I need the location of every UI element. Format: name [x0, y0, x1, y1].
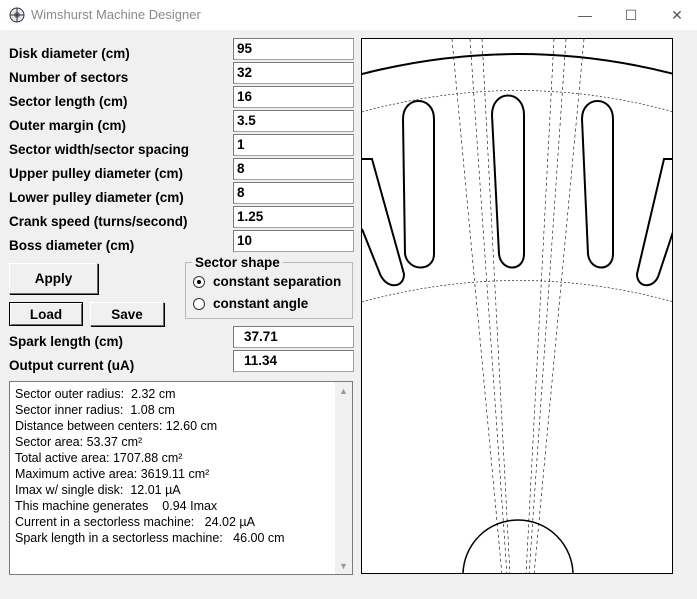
constant-separation-label: constant separation: [213, 274, 342, 289]
sector: [362, 158, 406, 287]
outer-margin-label: Outer margin (cm): [9, 118, 127, 133]
sector-inner-arc: [362, 280, 672, 303]
constant-separation-option[interactable]: constant separation: [193, 274, 341, 289]
disk-outer-edge: [362, 53, 672, 75]
report-scrollbar[interactable]: ▲ ▼: [335, 382, 352, 574]
lower-pulley-diameter-field[interactable]: [233, 182, 354, 204]
constant-angle-label: constant angle: [213, 296, 309, 311]
wimshurst-app-icon: [9, 7, 25, 23]
lower-pulley-diameter-label: Lower pulley diameter (cm): [9, 190, 184, 205]
machine-drawing-canvas: [361, 38, 673, 574]
report-line: Sector inner radius: 1.08 cm: [15, 403, 175, 417]
spark-length-label: Spark length (cm): [9, 334, 124, 349]
sector-width-ratio-label: Sector width/sector spacing: [9, 142, 190, 157]
upper-pulley-diameter-field[interactable]: [233, 158, 354, 180]
report-textarea[interactable]: Sector outer radius: 2.32 cm Sector inne…: [9, 381, 353, 575]
report-line: Sector outer radius: 2.32 cm: [15, 387, 176, 401]
output-current-label: Output current (uA): [9, 358, 135, 373]
report-line: Total active area: 1707.88 cm²: [15, 451, 183, 465]
save-button[interactable]: Save: [90, 302, 164, 326]
sectors: [362, 94, 672, 287]
crank-speed-label: Crank speed (turns/second): [9, 214, 188, 229]
report-line: Distance between centers: 12.60 cm: [15, 419, 218, 433]
boss-diameter-label: Boss diameter (cm): [9, 238, 135, 253]
constant-angle-radio[interactable]: [193, 297, 205, 310]
output-current-output: [233, 350, 354, 372]
spark-length-output: [233, 326, 354, 348]
upper-pulley-diameter-label: Upper pulley diameter (cm): [9, 166, 184, 181]
disk-diameter-field[interactable]: [233, 38, 354, 60]
constant-angle-option[interactable]: constant angle: [193, 296, 308, 311]
report-line: Imax w/ single disk: 12.01 µA: [15, 483, 181, 497]
constant-separation-radio[interactable]: [193, 275, 205, 288]
sector-length-label: Sector length (cm): [9, 94, 128, 109]
sector-width-ratio-field[interactable]: [233, 134, 354, 156]
title-bar: Wimshurst Machine Designer — ☐ ✕: [0, 0, 697, 30]
report-line: Sector area: 53.37 cm²: [15, 435, 143, 449]
sector: [635, 158, 672, 287]
outer-margin-field[interactable]: [233, 110, 354, 132]
number-of-sectors-field[interactable]: [233, 62, 354, 84]
crank-speed-field[interactable]: [233, 206, 354, 228]
boss-diameter-field[interactable]: [233, 230, 354, 252]
minimize-button[interactable]: —: [578, 7, 592, 23]
report-lines: Sector outer radius: 2.32 cm Sector inne…: [15, 386, 285, 546]
boss-circle: [462, 519, 574, 573]
maximize-button[interactable]: ☐: [624, 6, 638, 23]
radial-guide-lines: [451, 39, 585, 573]
sector-outer-arc: [362, 90, 672, 113]
scroll-down-arrow-icon[interactable]: ▼: [339, 560, 348, 571]
disk-diameter-label: Disk diameter (cm): [9, 46, 130, 61]
report-line: This machine generates 0.94 Imax: [15, 499, 218, 513]
machine-drawing: [362, 39, 672, 573]
sector-length-field[interactable]: [233, 86, 354, 108]
close-button[interactable]: ✕: [671, 6, 683, 23]
sector: [401, 100, 435, 269]
sector-shape-title: Sector shape: [192, 255, 283, 270]
sector: [580, 100, 614, 269]
scroll-up-arrow-icon[interactable]: ▲: [339, 385, 348, 396]
report-line: Spark length in a sectorless machine: 46…: [15, 531, 285, 545]
report-line: Maximum active area: 3619.11 cm²: [15, 467, 210, 481]
window-title: Wimshurst Machine Designer: [31, 7, 201, 22]
report-line: Current in a sectorless machine: 24.02 µ…: [15, 515, 255, 529]
apply-button[interactable]: Apply: [9, 263, 98, 294]
load-button[interactable]: Load: [9, 302, 83, 326]
sector: [490, 94, 525, 269]
number-of-sectors-label: Number of sectors: [9, 70, 129, 85]
